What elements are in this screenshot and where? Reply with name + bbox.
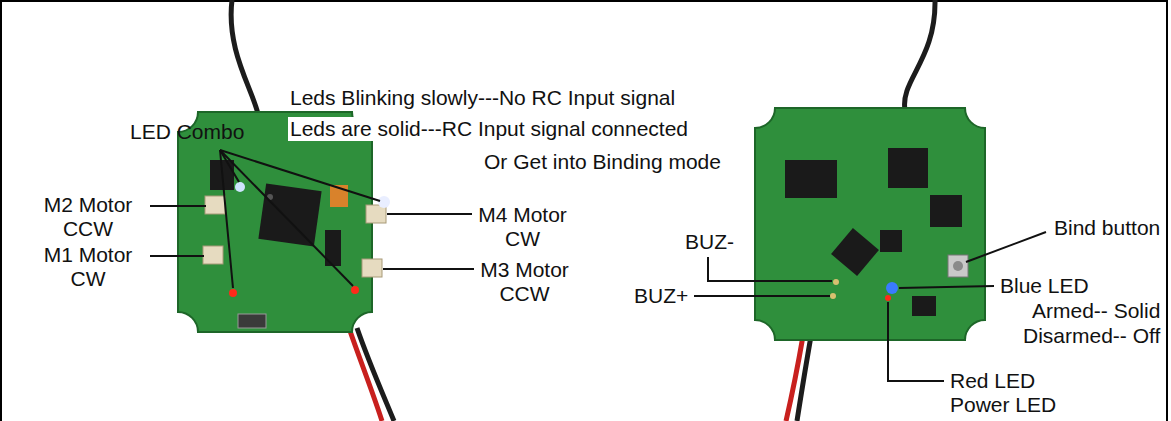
pcb-board [755, 108, 985, 340]
callout-label: Or Get into Binding mode [484, 150, 721, 174]
usb-port [238, 314, 266, 328]
chip [831, 228, 879, 276]
leader-line [150, 255, 204, 257]
antenna-wire [231, 0, 258, 114]
leader-line [220, 150, 380, 201]
chip [785, 160, 837, 198]
callout-label: BUZ- [685, 230, 734, 254]
leader-line [383, 268, 474, 270]
callout-label: Bind button [1054, 216, 1160, 240]
leader-line [694, 295, 830, 297]
leader-line [899, 286, 994, 288]
led [378, 196, 390, 208]
ground-wire [357, 328, 394, 421]
chip [880, 230, 902, 252]
callout-label: Leds Blinking slowly---No RC Input signa… [288, 86, 677, 110]
leader-line [888, 302, 944, 381]
callout-label: Power LED [950, 393, 1056, 417]
antenna-wire [905, 0, 935, 110]
callout-label: Disarmed-- Off [1023, 324, 1160, 348]
chip [912, 296, 936, 316]
leader-line [966, 232, 1046, 262]
callout-label: M3 Motor CCW [462, 258, 587, 306]
callout-label: Red LED [950, 369, 1035, 393]
callout-label: M2 Motor CCW [28, 193, 148, 241]
chip [888, 148, 928, 188]
pcb-board [178, 112, 372, 332]
led [229, 289, 237, 297]
leader-line [150, 205, 206, 207]
blue-led [886, 282, 898, 294]
mcu-chip [258, 183, 321, 246]
motor-connector [205, 196, 225, 214]
ground-wire [797, 336, 811, 421]
callout-label: Leds are solid---RC Input signal connect… [288, 117, 690, 141]
callout-label: Blue LED [1000, 274, 1089, 298]
bind-button-cap [953, 261, 963, 271]
motor-connector [203, 246, 223, 264]
leader-line [708, 257, 832, 281]
callout-label: M1 Motor CW [28, 243, 148, 291]
callout-label: M4 Motor CW [460, 203, 585, 251]
leader-line [220, 150, 233, 288]
callout-label: BUZ+ [634, 284, 688, 308]
motor-connector [362, 259, 382, 277]
callout-label: LED Combo [130, 120, 244, 144]
leader-line [387, 213, 472, 215]
callout-label: Armed-- Solid [1032, 299, 1160, 323]
chip [930, 195, 962, 227]
led [351, 286, 359, 294]
red-led [885, 295, 891, 301]
buzzer-pad [833, 279, 839, 285]
buzzer-pad [830, 293, 836, 299]
bind-button [948, 255, 968, 277]
led [235, 182, 245, 192]
